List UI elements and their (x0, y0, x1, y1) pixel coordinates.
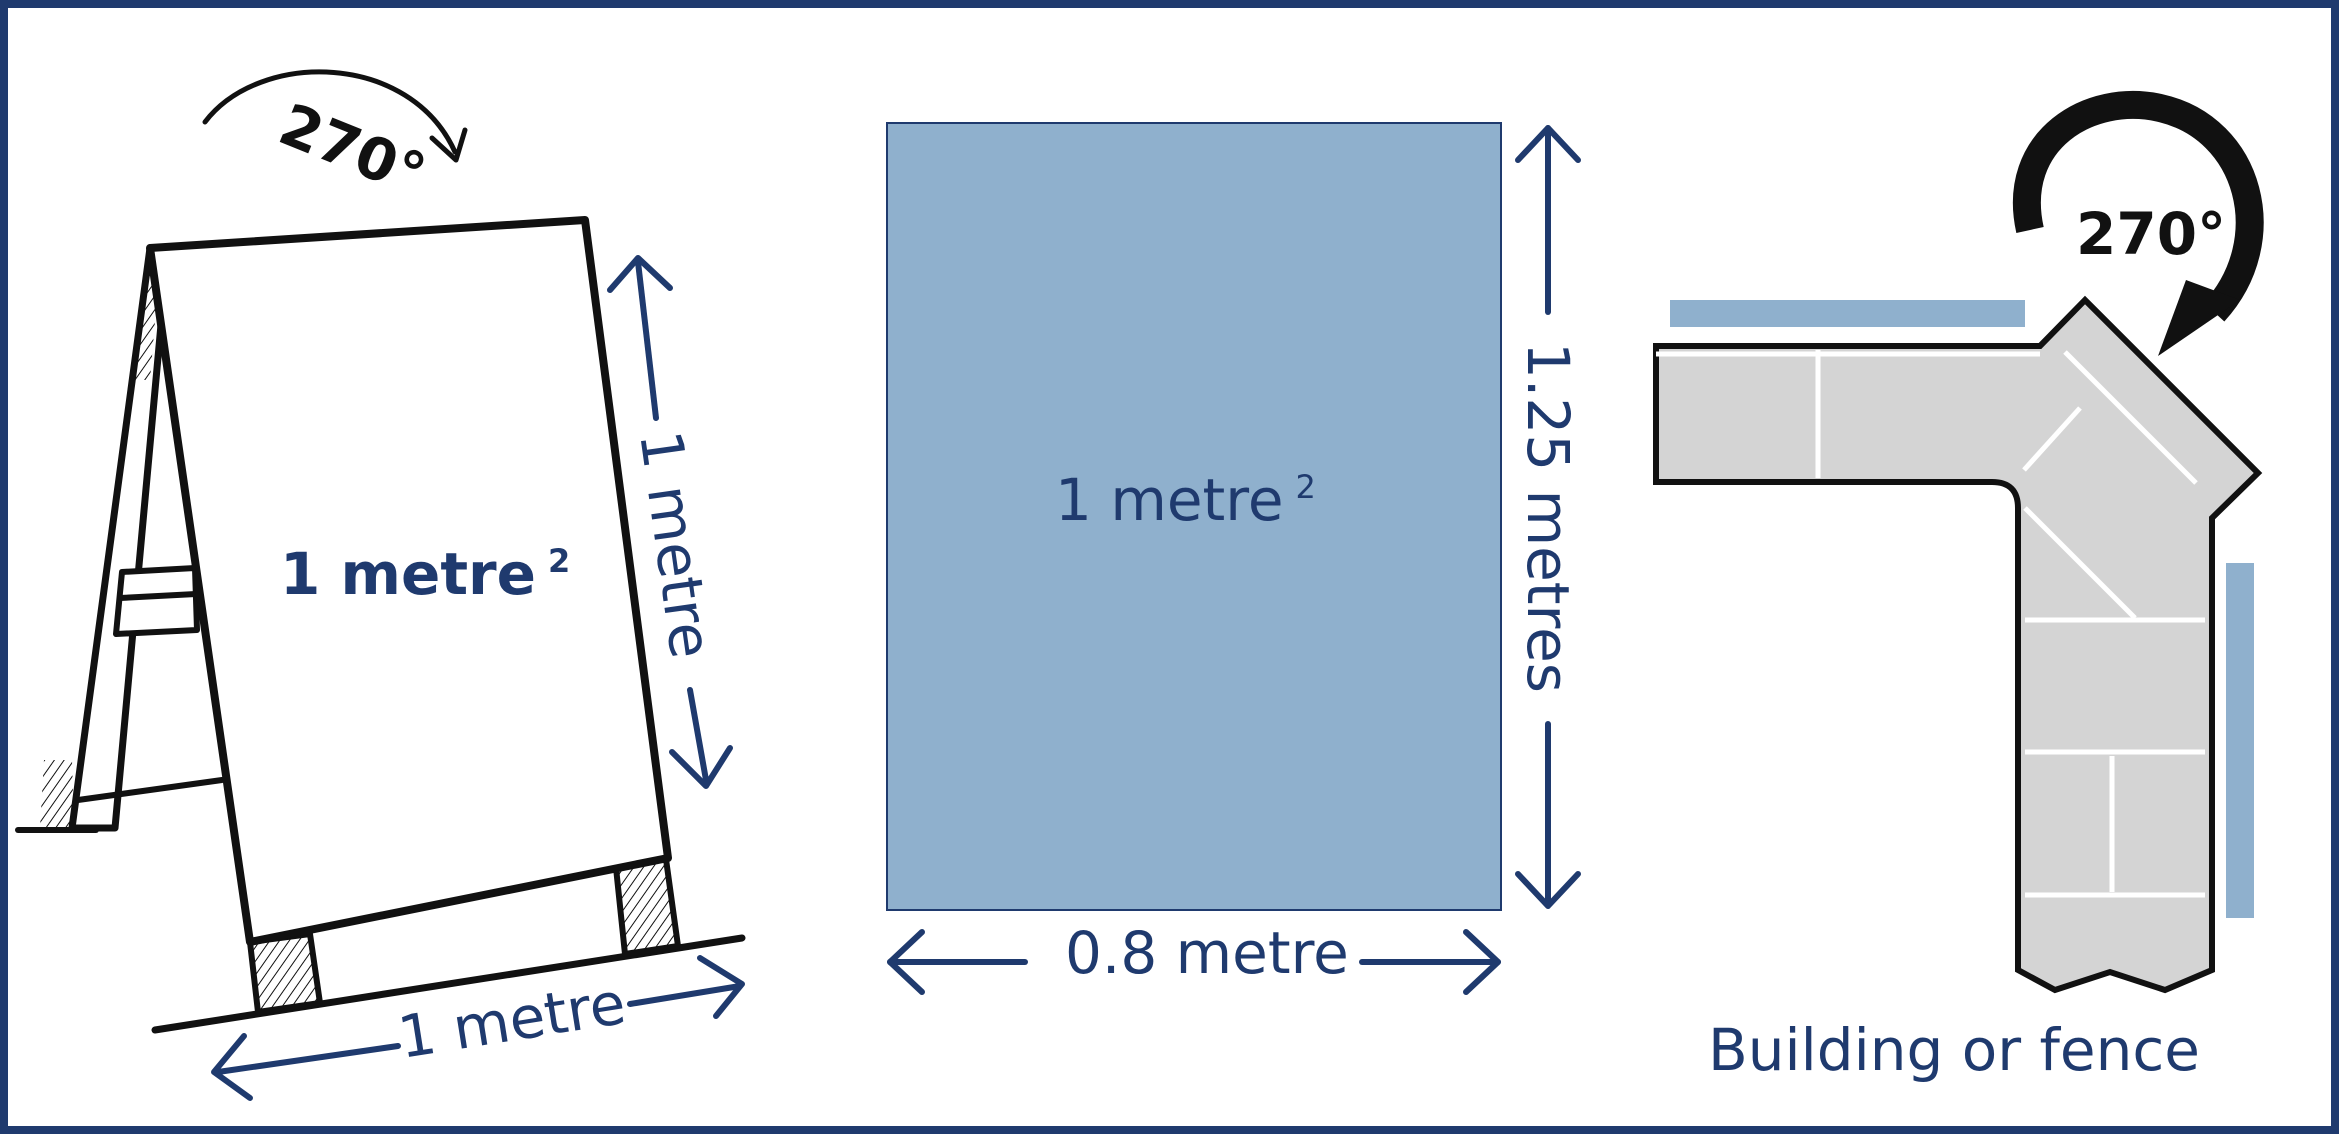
flat-panel-height-arrow (1515, 125, 1581, 909)
a-frame-rotation-arrow-icon (202, 69, 458, 155)
a-frame-height-arrow (607, 255, 733, 789)
corner-wall-outline (1653, 295, 2263, 994)
a-frame-rotation-label: 270° (270, 90, 435, 209)
corner-rotation-arrow-icon (2012, 90, 2264, 322)
a-frame-foot-left (247, 931, 323, 1015)
flat-panel-height-label: 1.25 metres (1514, 342, 1582, 693)
flat-panel-width-arrow (887, 929, 1501, 995)
corner-caption: Building or fence (1708, 1016, 2200, 1084)
corner-rotation-label: 270° (2076, 200, 2226, 268)
corner-rotation-arrowhead-icon (2158, 280, 2240, 356)
a-frame-rotation-arrowhead-icon (429, 127, 468, 163)
corner-wall-bricks (1656, 350, 2205, 898)
corner-wall (1653, 295, 2263, 994)
corner-sign-top (1670, 300, 2025, 327)
a-frame-brace-upper (113, 565, 200, 637)
a-frame-sign (15, 216, 746, 1034)
flat-panel (886, 122, 1502, 911)
a-frame-width-arrow (211, 955, 745, 1101)
flat-panel-width-label: 0.8 metre (1065, 919, 1349, 987)
a-frame-board (146, 216, 672, 946)
a-frame-back-foot-shade (40, 760, 74, 828)
corner-sign-side (2226, 563, 2254, 918)
